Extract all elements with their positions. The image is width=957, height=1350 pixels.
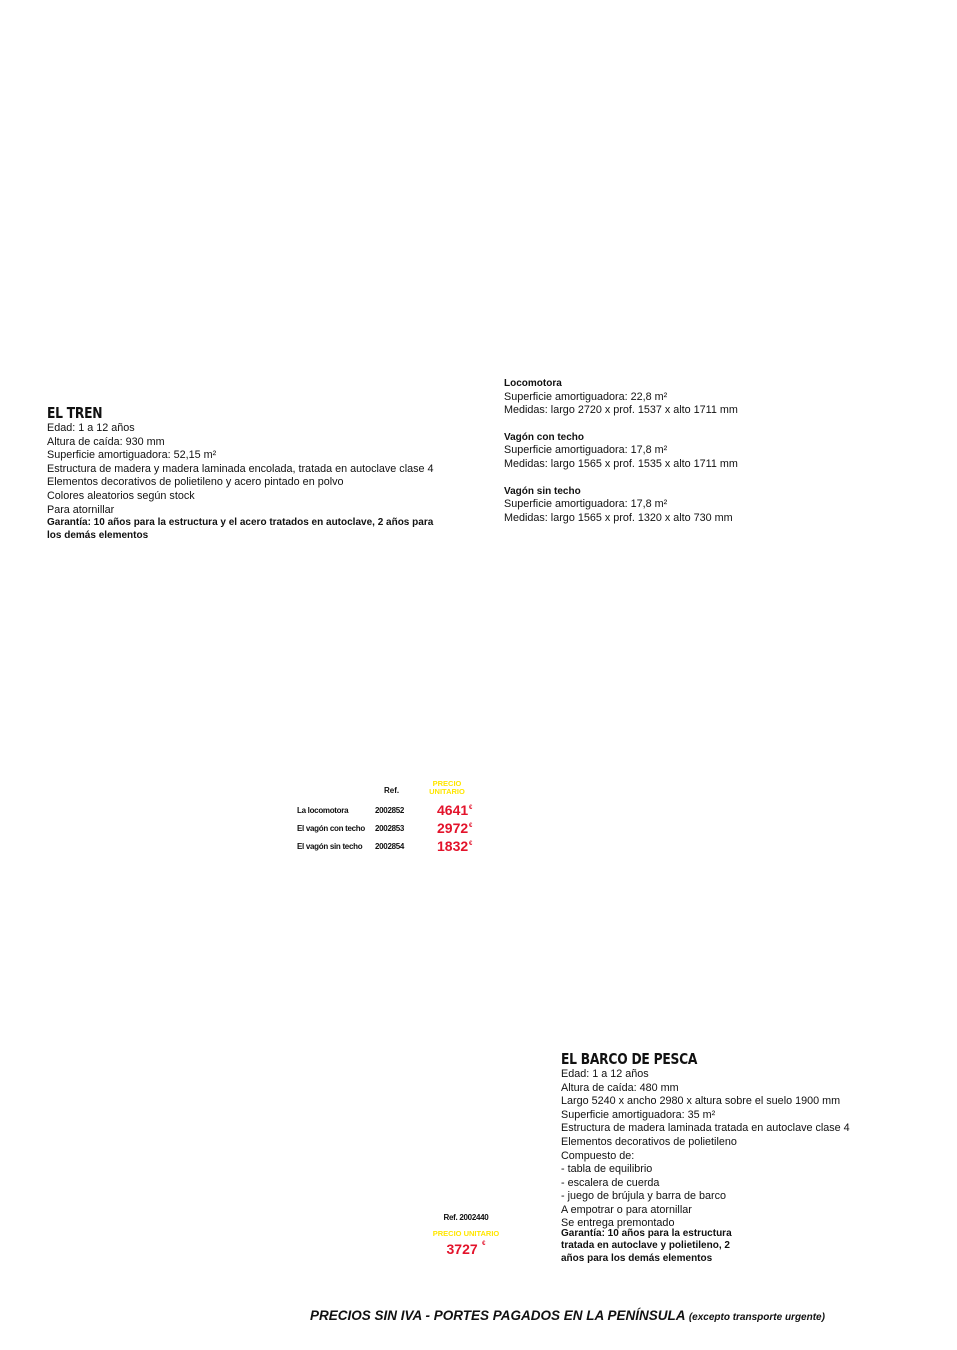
footer-main: PRECIOS SIN IVA - PORTES PAGADOS EN LA P… — [310, 1308, 686, 1323]
barco-description: Edad: 1 a 12 años Altura de caída: 480 m… — [561, 1068, 891, 1265]
product-price: 4641 — [437, 802, 469, 818]
barco-line: - juego de brújula y barra de barco — [561, 1190, 727, 1203]
price-header-line: PRECIO — [432, 779, 462, 788]
train-price-table: Ref. PRECIO UNITARIO La locomotora 20028… — [297, 780, 487, 860]
wagon-name: Locomotora — [504, 378, 562, 389]
barco-line: - tabla de equilibrio — [561, 1163, 653, 1176]
product-price: 3727 — [446, 1241, 478, 1257]
currency-symbol: € — [469, 841, 473, 847]
guarantee-line: tratada en autoclave y polietileno, 2 — [561, 1240, 730, 1252]
currency-symbol: € — [482, 1241, 486, 1247]
tren-guarantee: Garantía: 10 años para la estructura y e… — [47, 517, 434, 541]
tren-line: Altura de caída: 930 mm — [47, 435, 165, 448]
price-header-line: UNITARIO — [429, 787, 465, 796]
barco-guarantee: Garantía: 10 años para la estructura tra… — [561, 1228, 891, 1266]
tren-line: Estructura de madera y madera laminada e… — [47, 462, 434, 475]
product-name: El vagón con techo — [297, 824, 365, 833]
wagon-measures: Medidas: largo 1565 x prof. 1535 x alto … — [504, 457, 738, 470]
barco-line: Se entrega premontado — [561, 1216, 675, 1229]
wagon-block-con-techo: Vagón con techo Superficie amortiguadora… — [504, 431, 804, 472]
tren-description: Edad: 1 a 12 años Altura de caída: 930 m… — [47, 422, 467, 542]
product-ref: 2002853 — [375, 824, 405, 833]
tren-line: Para atornillar — [47, 503, 115, 516]
product-price: 1832 — [437, 838, 469, 854]
product-ref: 2002852 — [375, 806, 405, 815]
wagon-block-sin-techo: Vagón sin techo Superficie amortiguadora… — [504, 485, 804, 526]
product-price: 2972 — [437, 820, 469, 836]
currency-symbol: € — [469, 823, 473, 829]
barco-price-block: Ref. 2002440 PRECIO UNITARIO 3727 € — [420, 1213, 512, 1259]
guarantee-line: años para los demás elementos — [561, 1252, 713, 1264]
barco-price-value: 3727 € — [420, 1241, 512, 1259]
barco-section: EL BARCO DE PESCA Edad: 1 a 12 años Altu… — [561, 1050, 891, 1265]
wagon-specs: Locomotora Superficie amortiguadora: 22,… — [504, 377, 804, 525]
wagon-name: Vagón sin techo — [504, 485, 581, 497]
footer-notice: PRECIOS SIN IVA - PORTES PAGADOS EN LA P… — [310, 1308, 825, 1323]
wagon-name: Vagón con techo — [504, 431, 585, 443]
barco-price-label: PRECIO UNITARIO — [432, 1229, 500, 1238]
tren-line: Superficie amortiguadora: 52,15 m² — [47, 449, 217, 462]
wagon-surface: Superficie amortiguadora: 22,8 m² — [504, 390, 668, 403]
wagon-surface: Superficie amortiguadora: 17,8 m² — [504, 444, 668, 457]
product-name: La locomotora — [297, 806, 349, 815]
guarantee-line: Garantía: 10 años para la estructura — [561, 1227, 732, 1239]
tren-line: Edad: 1 a 12 años — [47, 422, 135, 434]
barco-line: Elementos decorativos de polietileno — [561, 1135, 737, 1148]
barco-line: - escalera de cuerda — [561, 1176, 660, 1189]
barco-line: Edad: 1 a 12 años — [561, 1068, 649, 1080]
barco-ref: Ref. 2002440 — [443, 1213, 489, 1222]
barco-title: EL BARCO DE PESCA — [561, 1050, 698, 1068]
price-table-price-header: PRECIO UNITARIO — [425, 780, 469, 796]
barco-line: A empotrar o para atornillar — [561, 1203, 692, 1216]
wagon-block-locomotora: Locomotora Superficie amortiguadora: 22,… — [504, 377, 804, 418]
barco-line: Largo 5240 x ancho 2980 x altura sobre e… — [561, 1095, 841, 1108]
tren-line: Elementos decorativos de polietileno y a… — [47, 476, 344, 489]
wagon-measures: Medidas: largo 2720 x prof. 1537 x alto … — [504, 404, 738, 417]
wagon-surface: Superficie amortiguadora: 17,8 m² — [504, 498, 668, 511]
barco-line: Superficie amortiguadora: 35 m² — [561, 1108, 716, 1121]
footer-note: (excepto transporte urgente) — [688, 1312, 825, 1323]
barco-line: Estructura de madera laminada tratada en… — [561, 1122, 850, 1135]
product-name: El vagón sin techo — [297, 842, 363, 851]
tren-section: EL TREN Edad: 1 a 12 años Altura de caíd… — [47, 404, 467, 542]
barco-line: Altura de caída: 480 mm — [561, 1081, 679, 1094]
price-table-ref-header: Ref. — [384, 786, 400, 795]
tren-line: Colores aleatorios según stock — [47, 489, 195, 502]
wagon-measures: Medidas: largo 1565 x prof. 1320 x alto … — [504, 511, 733, 524]
currency-symbol: € — [469, 805, 473, 811]
barco-line: Compuesto de: — [561, 1149, 635, 1162]
tren-title: EL TREN — [47, 404, 103, 422]
product-ref: 2002854 — [375, 842, 405, 851]
